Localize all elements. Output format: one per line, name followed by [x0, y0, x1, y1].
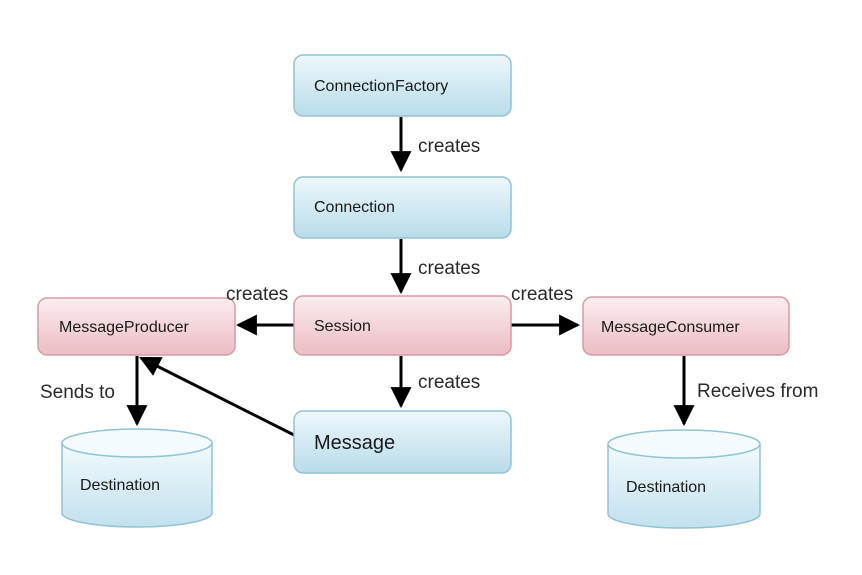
arrow-message-to-producer: [139, 356, 295, 437]
node-connection-label: Connection: [314, 199, 395, 216]
node-message-consumer-label: MessageConsumer: [601, 319, 740, 336]
node-message-producer: MessageProducer: [37, 297, 236, 356]
node-message-label: Message: [314, 432, 395, 454]
node-connection: Connection: [293, 176, 512, 239]
edge-label-consumer-receives-from: Receives from: [697, 381, 818, 402]
node-destination-left-label: Destination: [80, 477, 160, 494]
edge-label-producer-sends-to: Sends to: [40, 382, 115, 403]
node-message-consumer: MessageConsumer: [582, 296, 790, 356]
edge-label-session-creates-producer: creates: [226, 284, 288, 305]
edge-label-session-creates-message: creates: [418, 372, 480, 393]
node-destination-right: Destination: [607, 429, 761, 529]
node-connection-factory: ConnectionFactory: [293, 54, 512, 117]
edge-label-factory-creates: creates: [418, 136, 480, 157]
node-connection-factory-label: ConnectionFactory: [314, 78, 448, 95]
edge-label-session-creates-consumer: creates: [511, 284, 573, 305]
node-session: Session: [293, 295, 512, 356]
node-destination-right-label: Destination: [626, 479, 706, 496]
node-destination-left: Destination: [61, 428, 213, 528]
node-message-producer-label: MessageProducer: [59, 319, 190, 336]
edge-label-connection-creates: creates: [418, 258, 480, 279]
node-message: Message: [293, 410, 512, 474]
node-session-label: Session: [314, 318, 371, 335]
